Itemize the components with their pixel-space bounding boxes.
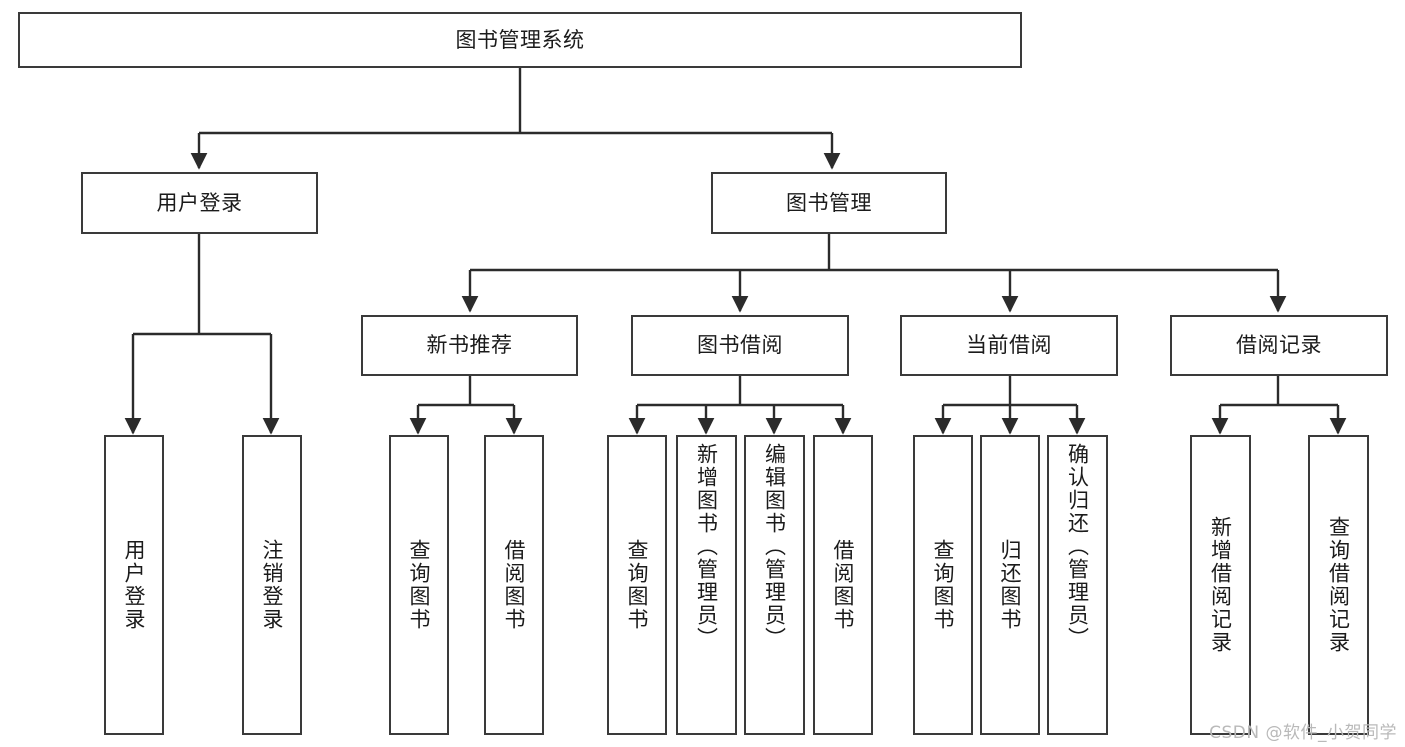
leaf-book-borrow-borrow-books[interactable]: 借阅图书: [813, 435, 873, 735]
leaf-current-borrow-return-books[interactable]: 归还图书: [980, 435, 1040, 735]
node-root-book-management-system[interactable]: 图书管理系统: [18, 12, 1022, 68]
node-label: 注销登录: [260, 539, 285, 631]
node-label: 新增图书（管理员）: [694, 443, 719, 650]
node-label: 归还图书: [998, 539, 1023, 631]
leaf-borrow-record-add-record[interactable]: 新增借阅记录: [1190, 435, 1251, 735]
node-user-login[interactable]: 用户登录: [81, 172, 318, 234]
node-new-book-recommendation[interactable]: 新书推荐: [361, 315, 578, 376]
leaf-borrow-record-query-record[interactable]: 查询借阅记录: [1308, 435, 1369, 735]
leaf-current-borrow-query-books[interactable]: 查询图书: [913, 435, 973, 735]
node-label: 确认归还（管理员）: [1065, 443, 1090, 650]
leaf-book-borrow-add-book-admin[interactable]: 新增图书（管理员）: [676, 435, 737, 735]
node-label: 借阅图书: [502, 539, 527, 631]
node-label: 当前借阅: [966, 333, 1052, 358]
leaf-new-book-borrow-books[interactable]: 借阅图书: [484, 435, 544, 735]
node-label: 用户登录: [122, 539, 147, 631]
node-current-borrowing[interactable]: 当前借阅: [900, 315, 1118, 376]
leaf-new-book-query-books[interactable]: 查询图书: [389, 435, 449, 735]
node-book-management[interactable]: 图书管理: [711, 172, 947, 234]
leaf-user-login-login[interactable]: 用户登录: [104, 435, 164, 735]
node-label: 查询图书: [625, 539, 650, 631]
node-label: 图书管理: [786, 190, 872, 215]
leaf-book-borrow-query-books[interactable]: 查询图书: [607, 435, 667, 735]
leaf-current-borrow-confirm-return-admin[interactable]: 确认归还（管理员）: [1047, 435, 1108, 735]
node-label: 用户登录: [156, 190, 243, 215]
node-label: 借阅记录: [1236, 333, 1322, 358]
node-label: 查询借阅记录: [1326, 516, 1351, 654]
node-label: 新增借阅记录: [1208, 516, 1233, 654]
node-label: 图书管理系统: [455, 27, 585, 52]
leaf-book-borrow-edit-book-admin[interactable]: 编辑图书（管理员）: [744, 435, 805, 735]
node-label: 编辑图书（管理员）: [762, 443, 787, 650]
node-label: 新书推荐: [426, 333, 513, 358]
leaf-user-login-logout[interactable]: 注销登录: [242, 435, 302, 735]
csdn-watermark: CSDN @软件_小贺同学: [1209, 723, 1397, 743]
node-book-borrowing[interactable]: 图书借阅: [631, 315, 849, 376]
node-label: 查询图书: [931, 539, 956, 631]
node-label: 查询图书: [407, 539, 432, 631]
node-label: 图书借阅: [697, 333, 783, 358]
node-label: 借阅图书: [831, 539, 856, 631]
node-borrow-records[interactable]: 借阅记录: [1170, 315, 1388, 376]
